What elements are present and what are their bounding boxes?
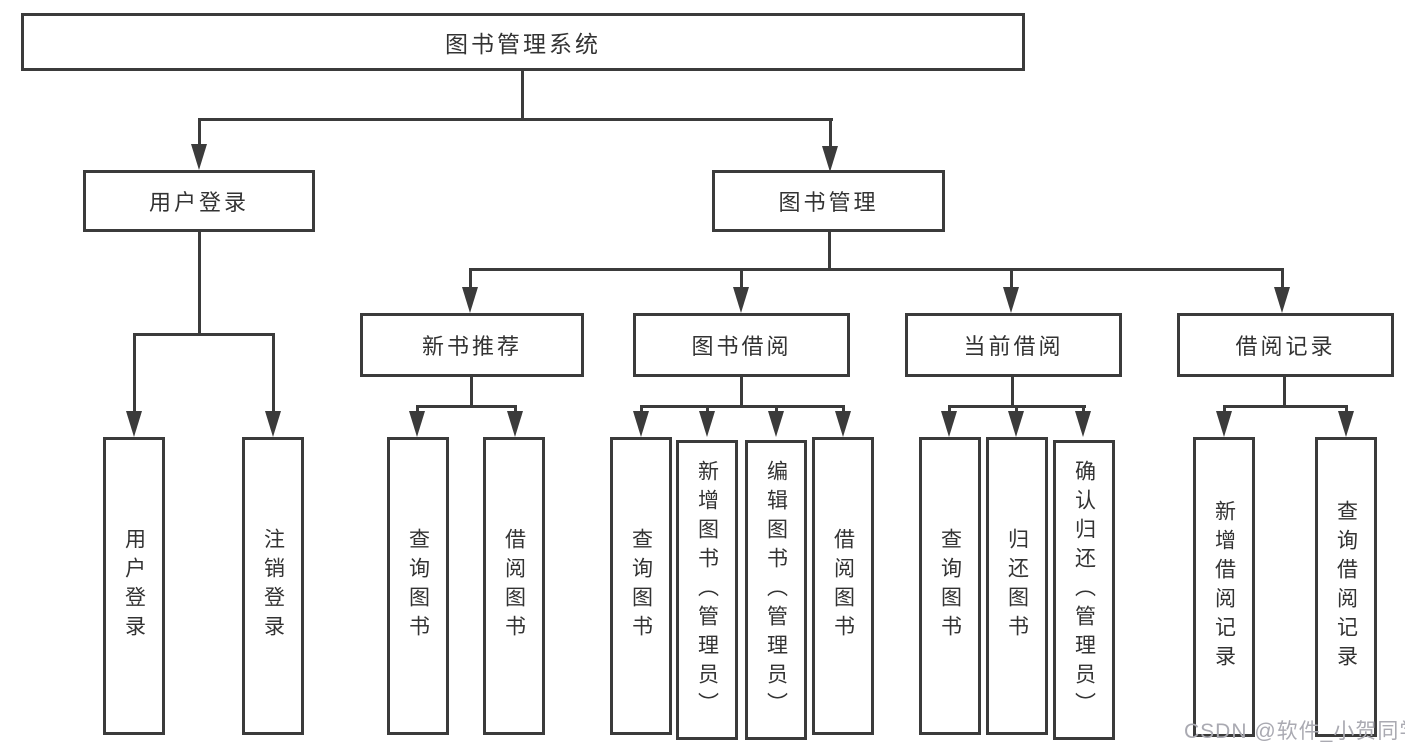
node-book-borrow: 图书借阅 — [633, 313, 850, 377]
connector-line — [198, 118, 833, 121]
node-borrow-records: 借阅记录 — [1177, 313, 1394, 377]
arrowhead-down-icon — [409, 411, 425, 437]
connector-line — [740, 377, 743, 407]
connector-line — [416, 405, 517, 408]
connector-line — [1011, 377, 1014, 407]
connector-line — [842, 405, 845, 413]
node-leaf-logout: 注销登录 — [242, 437, 304, 735]
arrowhead-down-icon — [1216, 411, 1232, 437]
arrowhead-down-icon — [265, 411, 281, 437]
node-leaf-add-book-admin: 新增图书（管理员） — [676, 440, 738, 740]
connector-line — [640, 405, 845, 408]
connector-line — [828, 232, 831, 270]
connector-line — [948, 405, 951, 413]
arrowhead-down-icon — [1274, 287, 1290, 313]
node-leaf-query-borrow-record: 查询借阅记录 — [1315, 437, 1377, 737]
arrowhead-down-icon — [733, 287, 749, 313]
node-new-book-recommend: 新书推荐 — [360, 313, 584, 377]
node-leaf-confirm-return-admin: 确认归还（管理员） — [1053, 440, 1115, 740]
node-leaf-query-books-current: 查询图书 — [919, 437, 981, 735]
connector-line — [829, 118, 832, 148]
connector-line — [521, 71, 524, 120]
node-current-borrow: 当前借阅 — [905, 313, 1122, 377]
connector-line — [133, 333, 275, 336]
node-leaf-user-login: 用户登录 — [103, 437, 165, 735]
arrowhead-down-icon — [822, 146, 838, 172]
arrowhead-down-icon — [1338, 411, 1354, 437]
connector-line — [514, 405, 517, 413]
connector-line — [272, 333, 275, 411]
node-leaf-query-books-recommend: 查询图书 — [387, 437, 449, 735]
connector-line — [133, 333, 136, 411]
arrowhead-down-icon — [462, 287, 478, 313]
arrowhead-down-icon — [699, 411, 715, 437]
connector-line — [1015, 405, 1018, 413]
node-leaf-return-book: 归还图书 — [986, 437, 1048, 735]
connector-line — [198, 232, 201, 335]
node-book-management: 图书管理 — [712, 170, 945, 232]
arrowhead-down-icon — [126, 411, 142, 437]
node-leaf-borrow-books-recommend: 借阅图书 — [483, 437, 545, 735]
connector-line — [640, 405, 643, 413]
arrowhead-down-icon — [507, 411, 523, 437]
arrowhead-down-icon — [835, 411, 851, 437]
arrowhead-down-icon — [1075, 411, 1091, 437]
connector-line — [416, 405, 419, 413]
connector-line — [775, 405, 778, 413]
connector-line — [1281, 268, 1284, 288]
connector-line — [470, 377, 473, 407]
connector-line — [706, 405, 709, 413]
node-leaf-borrow-books: 借阅图书 — [812, 437, 874, 735]
connector-line — [1345, 405, 1348, 413]
node-user-login: 用户登录 — [83, 170, 315, 232]
arrowhead-down-icon — [1003, 287, 1019, 313]
arrowhead-down-icon — [633, 411, 649, 437]
connector-line — [1082, 405, 1085, 413]
connector-line — [1223, 405, 1226, 413]
arrowhead-down-icon — [1008, 411, 1024, 437]
node-leaf-edit-book-admin: 编辑图书（管理员） — [745, 440, 807, 740]
connector-line — [1010, 268, 1013, 288]
connector-line — [469, 268, 472, 288]
connector-line — [198, 118, 201, 146]
connector-line — [469, 268, 1284, 271]
csdn-watermark: CSDN @软件_小贺同学 — [1184, 720, 1405, 743]
arrowhead-down-icon — [191, 144, 207, 170]
node-leaf-add-borrow-record: 新增借阅记录 — [1193, 437, 1255, 737]
node-system-root: 图书管理系统 — [21, 13, 1025, 71]
connector-line — [1223, 405, 1347, 408]
arrowhead-down-icon — [941, 411, 957, 437]
connector-line — [740, 268, 743, 288]
connector-line — [1283, 377, 1286, 407]
node-leaf-query-books-borrow: 查询图书 — [610, 437, 672, 735]
arrowhead-down-icon — [768, 411, 784, 437]
